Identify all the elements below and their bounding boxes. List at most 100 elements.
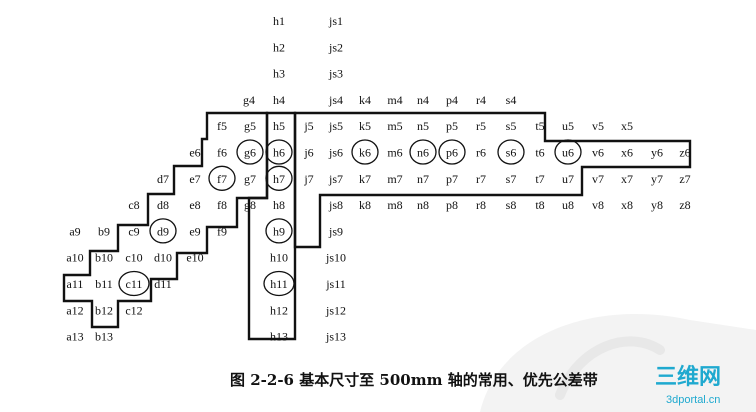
zone-label-c10: c10 [125,251,142,265]
zone-label-s6: s6 [506,146,517,160]
preferred-zone-circle-u6 [554,139,582,165]
zone-label-g8: g8 [244,198,256,212]
zone-label-z6: z6 [679,146,690,160]
zone-label-h2: h2 [273,40,285,54]
zone-label-v5: v5 [592,119,604,133]
zone-label-js3: js3 [328,67,343,81]
zone-label-n7: n7 [417,172,429,186]
zone-label-r4: r4 [476,93,486,107]
zone-label-b11: b11 [95,277,113,291]
zone-label-x8: x8 [621,198,633,212]
zone-label-c12: c12 [125,303,142,317]
zone-label-s4: s4 [506,93,517,107]
zone-label-c8: c8 [128,198,139,212]
zone-label-e10: e10 [186,251,203,265]
zone-label-j7: j7 [303,172,313,186]
zone-label-t5: t5 [535,119,544,133]
zone-label-n6: n6 [417,146,429,160]
preferred-zone-circle-p6 [438,139,466,165]
preferred-zone-circle-d9 [149,218,177,244]
zone-label-e7: e7 [189,172,200,186]
zone-label-d9: d9 [157,224,169,238]
zone-label-x7: x7 [621,172,633,186]
preferred-zone-circle-h11 [263,270,295,297]
preferred-zone-circle-f7 [208,165,236,191]
zone-label-d10: d10 [154,251,172,265]
zone-label-js8: js8 [328,198,343,212]
zone-label-x5: x5 [621,119,633,133]
zone-label-r5: r5 [476,119,486,133]
zone-label-js9: js9 [328,224,343,238]
zone-label-js4: js4 [328,93,343,107]
zone-label-d11: d11 [154,277,172,291]
zone-label-c11: c11 [126,277,143,291]
zone-label-e8: e8 [189,198,200,212]
zone-label-a13: a13 [66,330,83,344]
zone-label-p4: p4 [446,93,458,107]
zone-label-a9: a9 [69,224,80,238]
zone-label-b10: b10 [95,251,113,265]
zone-label-b9: b9 [98,224,110,238]
zone-label-a11: a11 [67,277,84,291]
zone-label-f8: f8 [217,198,227,212]
zone-label-js12: js12 [325,303,346,317]
zone-label-k8: k8 [359,198,371,212]
zone-label-h1: h1 [273,14,285,28]
common-zone-outlines [62,111,692,341]
zone-label-h11: h11 [270,277,288,291]
zone-label-b12: b12 [95,303,113,317]
zone-label-h3: h3 [273,67,285,81]
zone-label-r6: r6 [476,146,486,160]
zone-label-h13: h13 [270,330,288,344]
zone-label-m7: m7 [387,172,402,186]
zone-label-a10: a10 [66,251,83,265]
zone-label-k4: k4 [359,93,371,107]
zone-label-d8: d8 [157,198,169,212]
preferred-zone-circle-h7 [265,165,293,191]
preferred-zone-circle-g6 [236,139,264,165]
zone-label-t8: t8 [535,198,544,212]
zone-label-js7: js7 [328,172,343,186]
zone-label-j5: j5 [303,119,313,133]
zone-label-m4: m4 [387,93,402,107]
zone-label-h4: h4 [273,93,285,107]
watermark-seal [480,314,756,412]
zone-label-u6: u6 [562,146,574,160]
zone-label-f5: f5 [217,119,227,133]
zone-label-y6: y6 [651,146,663,160]
zone-label-g5: g5 [244,119,256,133]
zone-label-js6: js6 [328,146,343,160]
zone-label-m8: m8 [387,198,402,212]
zone-label-u8: u8 [562,198,574,212]
zone-label-h5: h5 [273,119,285,133]
zone-label-n8: n8 [417,198,429,212]
zone-label-m6: m6 [387,146,402,160]
zone-label-e6: e6 [189,146,200,160]
zone-label-js10: js10 [325,251,346,265]
zone-label-js11: js11 [325,277,346,291]
zone-label-s5: s5 [506,119,517,133]
figure-caption: 图 2-2-6 基本尺寸至 500mm 轴的常用、优先公差带 [230,371,598,389]
zone-label-js13: js13 [325,330,346,344]
zone-label-m5: m5 [387,119,402,133]
zone-label-z7: z7 [679,172,690,186]
zone-label-p6: p6 [446,146,458,160]
zone-label-n4: n4 [417,93,429,107]
zone-label-t7: t7 [535,172,544,186]
preferred-zone-circle-h9 [265,218,293,244]
zone-label-k5: k5 [359,119,371,133]
zone-label-s8: s8 [506,198,517,212]
zone-label-g4: g4 [243,93,255,107]
zone-label-h7: h7 [273,172,285,186]
zone-label-p7: p7 [446,172,458,186]
zone-label-k7: k7 [359,172,371,186]
zone-label-y7: y7 [651,172,663,186]
outline-right-region [293,111,692,249]
zone-label-c9: c9 [128,224,139,238]
zone-label-n5: n5 [417,119,429,133]
zone-label-z8: z8 [679,198,690,212]
zone-label-g6: g6 [244,146,256,160]
zone-label-js5: js5 [328,119,343,133]
